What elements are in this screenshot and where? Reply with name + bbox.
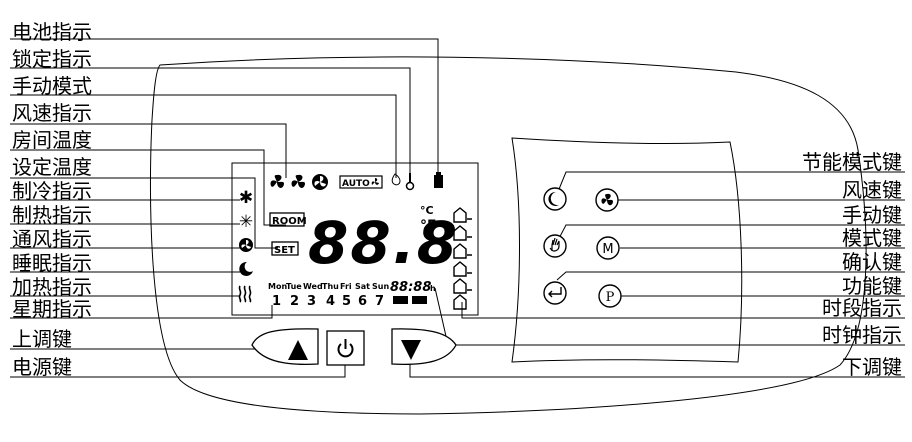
battery-icon xyxy=(434,172,443,188)
weekday-sat: Sat xyxy=(355,282,370,291)
temperature-display: 88.8 xyxy=(308,209,459,277)
hand-icon xyxy=(549,237,560,252)
fan-icon xyxy=(371,178,379,185)
leader-lines-left xyxy=(10,38,439,378)
label-room-temp: 房间温度 xyxy=(12,128,92,152)
down-arrow-icon xyxy=(401,340,421,360)
day-number-row: 1 2 3 4 5 6 7 xyxy=(272,294,384,309)
clock-small-box xyxy=(393,296,408,304)
power-icon xyxy=(337,343,354,358)
moon-icon xyxy=(548,191,559,206)
label-up-key: 上调键 xyxy=(12,327,72,351)
auto-text: AUTO xyxy=(342,179,370,189)
right-labels: 节能模式键 风速键 手动键 模式键 确认键 功能键 时段指示 时钟指示 下调键 xyxy=(802,150,902,379)
label-down-key: 下调键 xyxy=(842,355,902,379)
weekday-wed: Wed xyxy=(303,282,323,291)
day-7: 7 xyxy=(375,294,384,309)
button-panel xyxy=(511,137,743,363)
manual-button[interactable] xyxy=(543,234,567,258)
label-function-key: 功能键 xyxy=(842,274,902,298)
lcd-window xyxy=(231,162,479,316)
mode-key-label: M xyxy=(602,242,613,257)
label-manual-key: 手动键 xyxy=(842,203,902,227)
label-ventilation: 通风指示 xyxy=(12,227,92,251)
function-key-label: P xyxy=(606,290,615,305)
label-power-key: 电源键 xyxy=(12,355,72,379)
label-mode-key: 模式键 xyxy=(842,226,902,250)
fan-speed-button[interactable] xyxy=(595,188,619,212)
function-button[interactable]: P xyxy=(598,284,622,308)
label-eco-key: 节能模式键 xyxy=(802,150,902,174)
day-4: 4 xyxy=(326,294,335,309)
day-2: 2 xyxy=(290,294,299,309)
set-text: SET xyxy=(274,245,295,256)
up-arrow-icon xyxy=(288,340,308,360)
weekday-sun: Sun xyxy=(372,282,389,291)
label-confirm-key: 确认键 xyxy=(842,250,902,274)
up-button[interactable] xyxy=(251,328,319,366)
fan-icon xyxy=(291,174,305,188)
unit-c: °C xyxy=(420,204,434,217)
day-3: 3 xyxy=(307,294,316,309)
set-badge xyxy=(271,241,299,256)
weekday-row: Mon Tue Wed Thu Fri Sat Sun xyxy=(268,282,389,291)
enter-icon xyxy=(548,287,562,298)
fan-icon xyxy=(312,174,328,190)
power-button[interactable] xyxy=(326,330,365,366)
label-manual-mode: 手动模式 xyxy=(12,74,92,98)
label-lock: 锁定指示 xyxy=(12,47,92,71)
heat-icon xyxy=(238,285,252,303)
fan-icon xyxy=(601,193,613,206)
label-period: 时段指示 xyxy=(822,296,902,320)
moon-icon xyxy=(239,261,253,276)
fan-icon xyxy=(270,174,284,188)
label-sleep: 睡眠指示 xyxy=(12,251,92,275)
weekday-mon: Mon xyxy=(268,282,287,291)
down-button[interactable] xyxy=(391,328,457,366)
label-weekday: 星期指示 xyxy=(12,297,92,321)
label-set-temp: 设定温度 xyxy=(12,155,92,179)
label-cooling: 制冷指示 xyxy=(12,179,92,203)
snowflake-icon: ✱ xyxy=(239,188,253,208)
unit-f: °F xyxy=(420,218,437,234)
weekday-tue: Tue xyxy=(286,282,302,291)
lock-icon xyxy=(405,173,415,191)
eco-button[interactable] xyxy=(543,187,567,211)
left-labels: 电池指示 锁定指示 手动模式 风速指示 房间温度 设定温度 制冷指示 制热指示 … xyxy=(12,20,92,379)
house-icon xyxy=(453,207,472,310)
ventilation-icon xyxy=(239,238,253,252)
confirm-button[interactable] xyxy=(543,281,567,305)
sun-icon: ✳ xyxy=(239,212,253,232)
clock-small-box xyxy=(412,296,427,304)
label-fan-key: 风速键 xyxy=(842,178,902,202)
label-battery: 电池指示 xyxy=(12,20,92,44)
label-clock: 时钟指示 xyxy=(822,323,902,347)
label-heater: 加热指示 xyxy=(12,275,92,299)
auto-badge xyxy=(339,175,383,189)
label-fan-speed: 风速指示 xyxy=(12,101,92,125)
hand-icon xyxy=(391,173,401,186)
weekday-thu: Thu xyxy=(322,282,339,291)
clock-suffix: h xyxy=(430,284,436,293)
weekday-fri: Fri xyxy=(340,282,352,291)
label-heating: 制热指示 xyxy=(12,203,92,227)
day-6: 6 xyxy=(358,294,367,309)
day-1: 1 xyxy=(272,294,281,309)
room-text: ROOM xyxy=(272,216,307,227)
room-badge xyxy=(269,212,305,227)
mode-button[interactable]: M xyxy=(596,236,620,260)
day-5: 5 xyxy=(342,294,351,309)
device-body xyxy=(149,56,867,415)
clock-display: 88:88 xyxy=(390,280,431,295)
